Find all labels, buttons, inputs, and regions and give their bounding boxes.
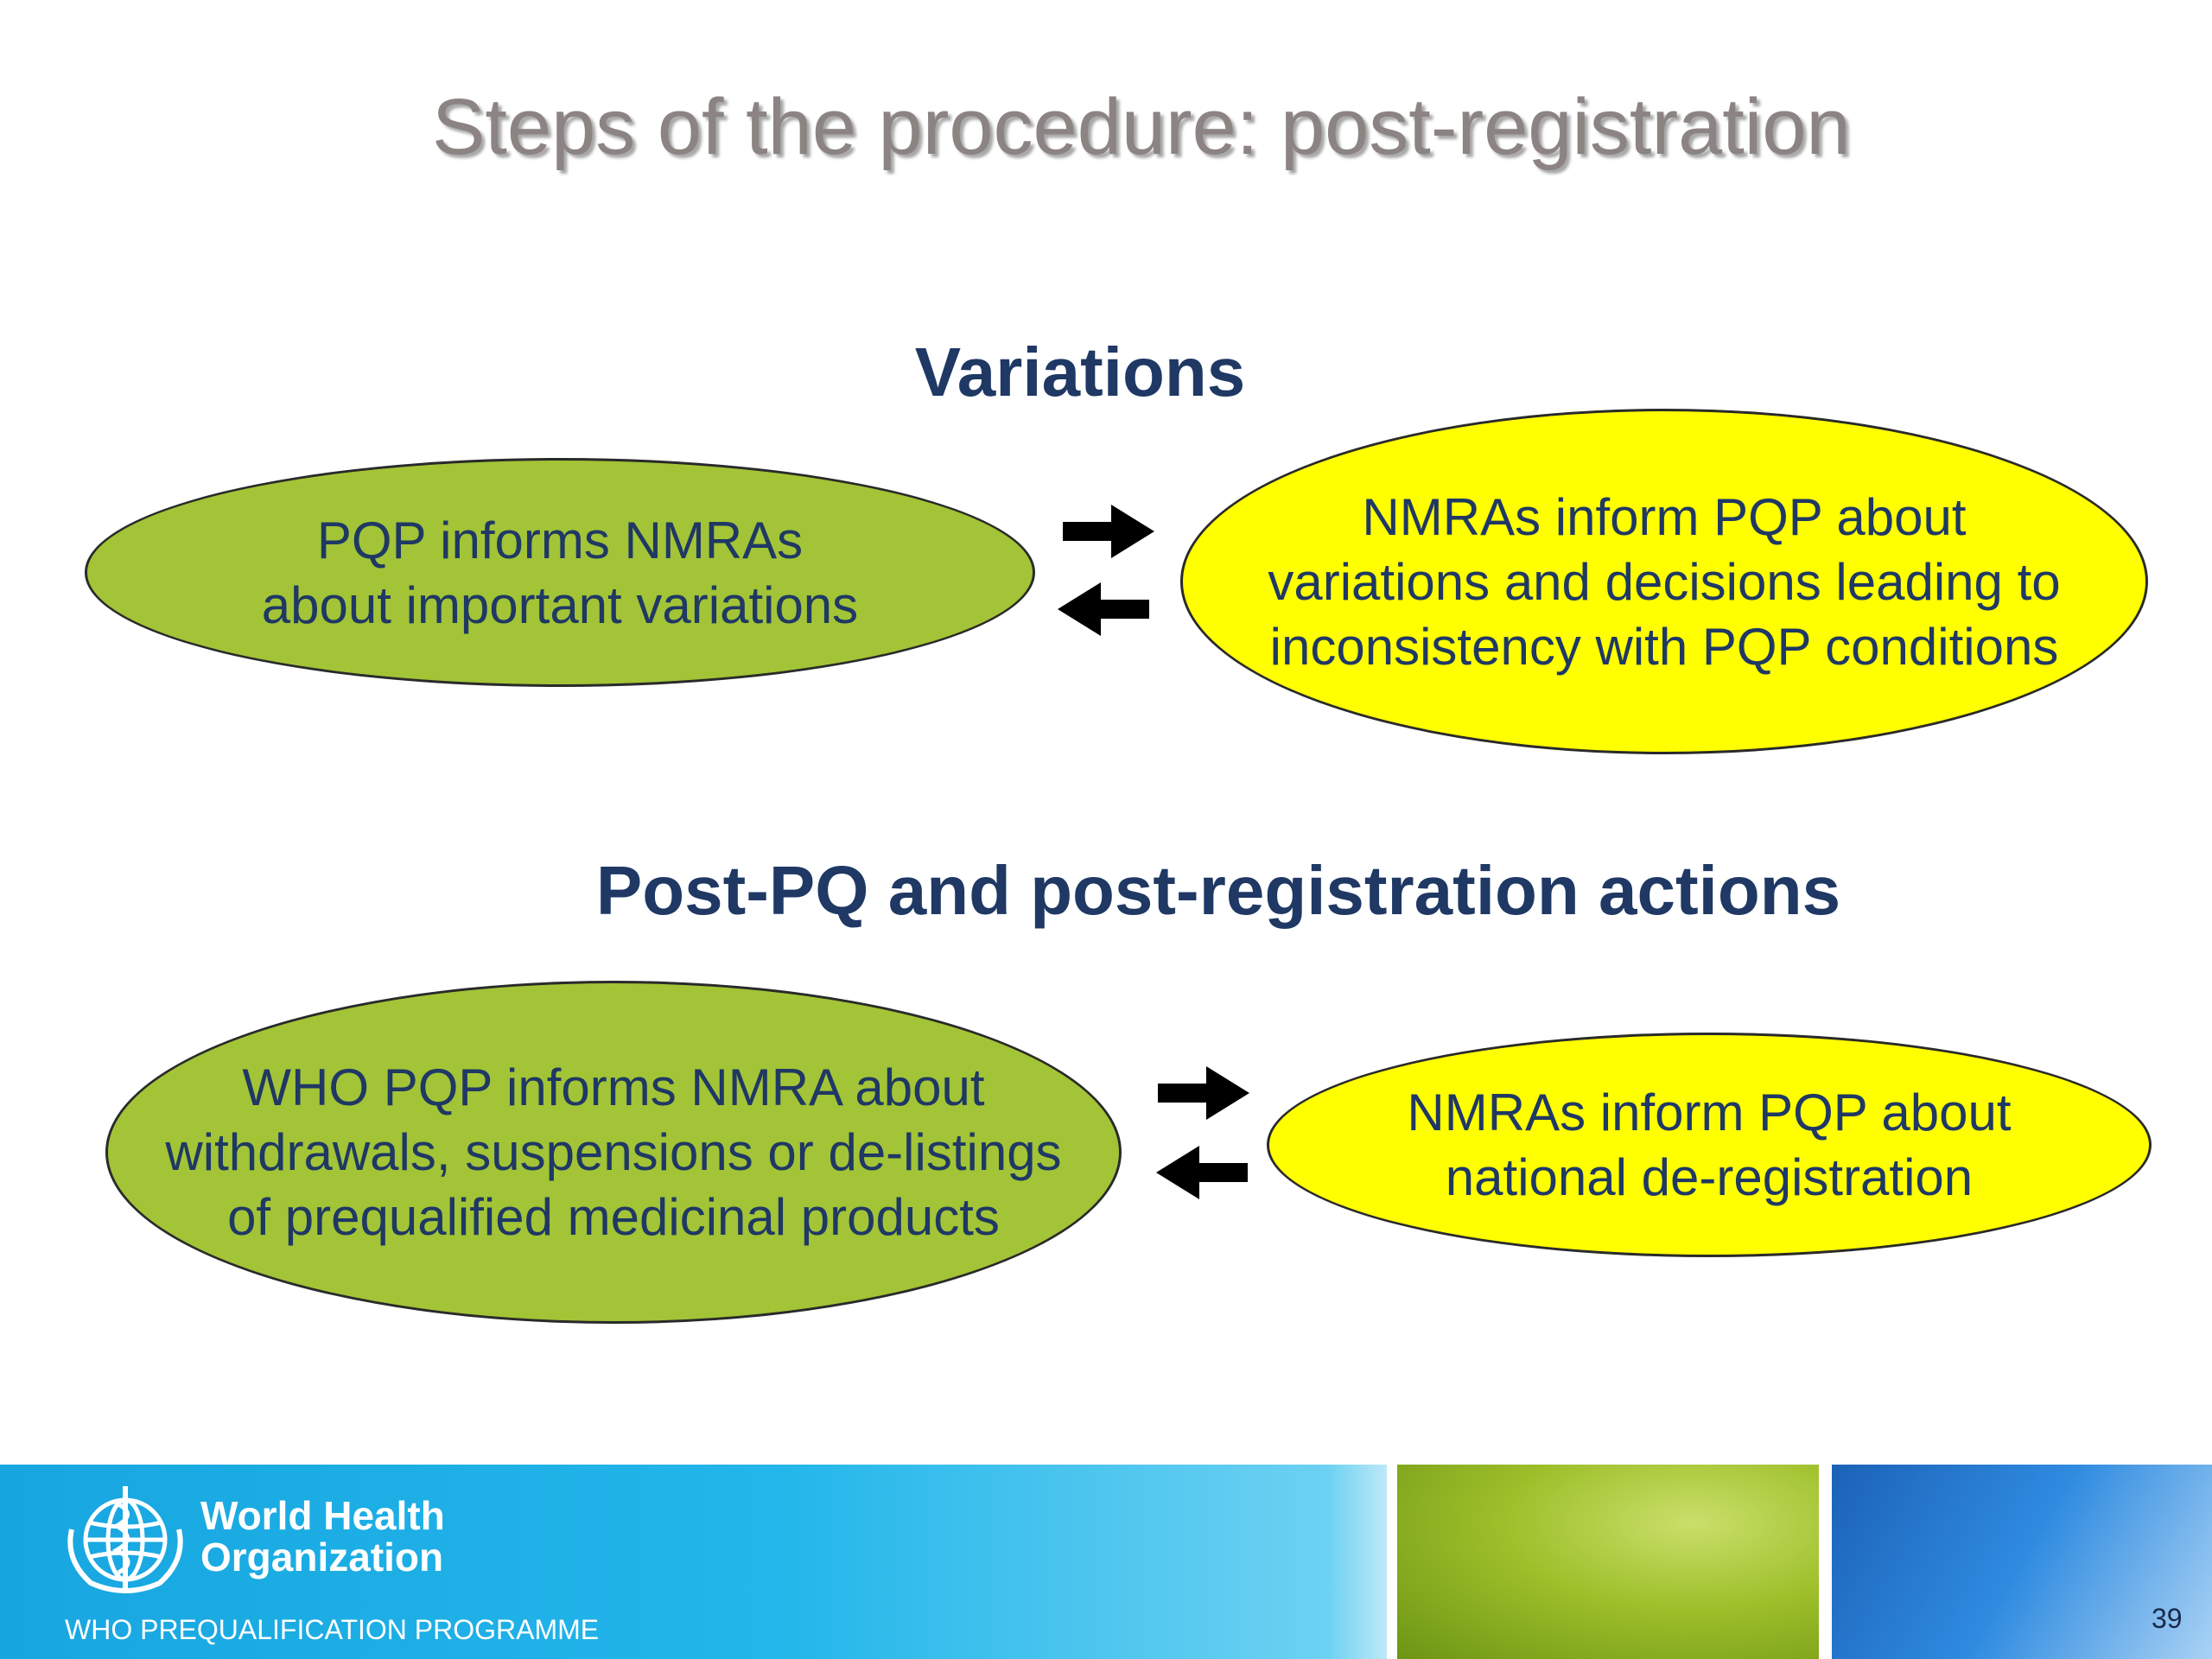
nmras-inform-pqp-variations-text: NMRAs inform PQP about variations and de… <box>1268 487 2061 676</box>
nmras-inform-pqp-variations-ellipse: NMRAs inform PQP about variations and de… <box>1180 409 2148 754</box>
right-arrow-icon <box>1063 505 1154 558</box>
nmras-inform-pqp-deregistration-ellipse: NMRAs inform PQP about national de-regis… <box>1267 1033 2152 1257</box>
left-arrow-icon <box>1058 582 1149 636</box>
variations-heading: Variations <box>914 334 1246 410</box>
slide-title: Steps of the procedure: post-registratio… <box>432 83 1851 171</box>
right-arrow-icon <box>1158 1066 1249 1120</box>
programme-label: WHO PREQUALIFICATION PROGRAMME <box>65 1614 600 1645</box>
vial-image <box>1832 1465 2212 1659</box>
pqp-informs-nmras-ellipse: PQP informs NMRAs about important variat… <box>85 458 1035 687</box>
footer-banner <box>0 1465 2212 1659</box>
pqp-informs-nmras-text: PQP informs NMRAs about important variat… <box>261 511 859 634</box>
who-emblem-icon <box>67 1486 183 1593</box>
nmras-inform-pqp-deregistration-text: NMRAs inform PQP about national de-regis… <box>1407 1084 2012 1206</box>
post-actions-heading: Post-PQ and post-registration actions <box>595 852 1841 929</box>
tablets-image <box>1395 1465 1819 1659</box>
left-arrow-icon <box>1156 1146 1248 1199</box>
page-number: 39 <box>2152 1603 2183 1634</box>
who-organization-name: World Health Organization <box>200 1493 445 1580</box>
who-pqp-informs-nmra-ellipse: WHO PQP informs NMRA about withdrawals, … <box>105 981 1122 1324</box>
who-pqp-informs-nmra-text: WHO PQP informs NMRA about withdrawals, … <box>165 1058 1062 1246</box>
